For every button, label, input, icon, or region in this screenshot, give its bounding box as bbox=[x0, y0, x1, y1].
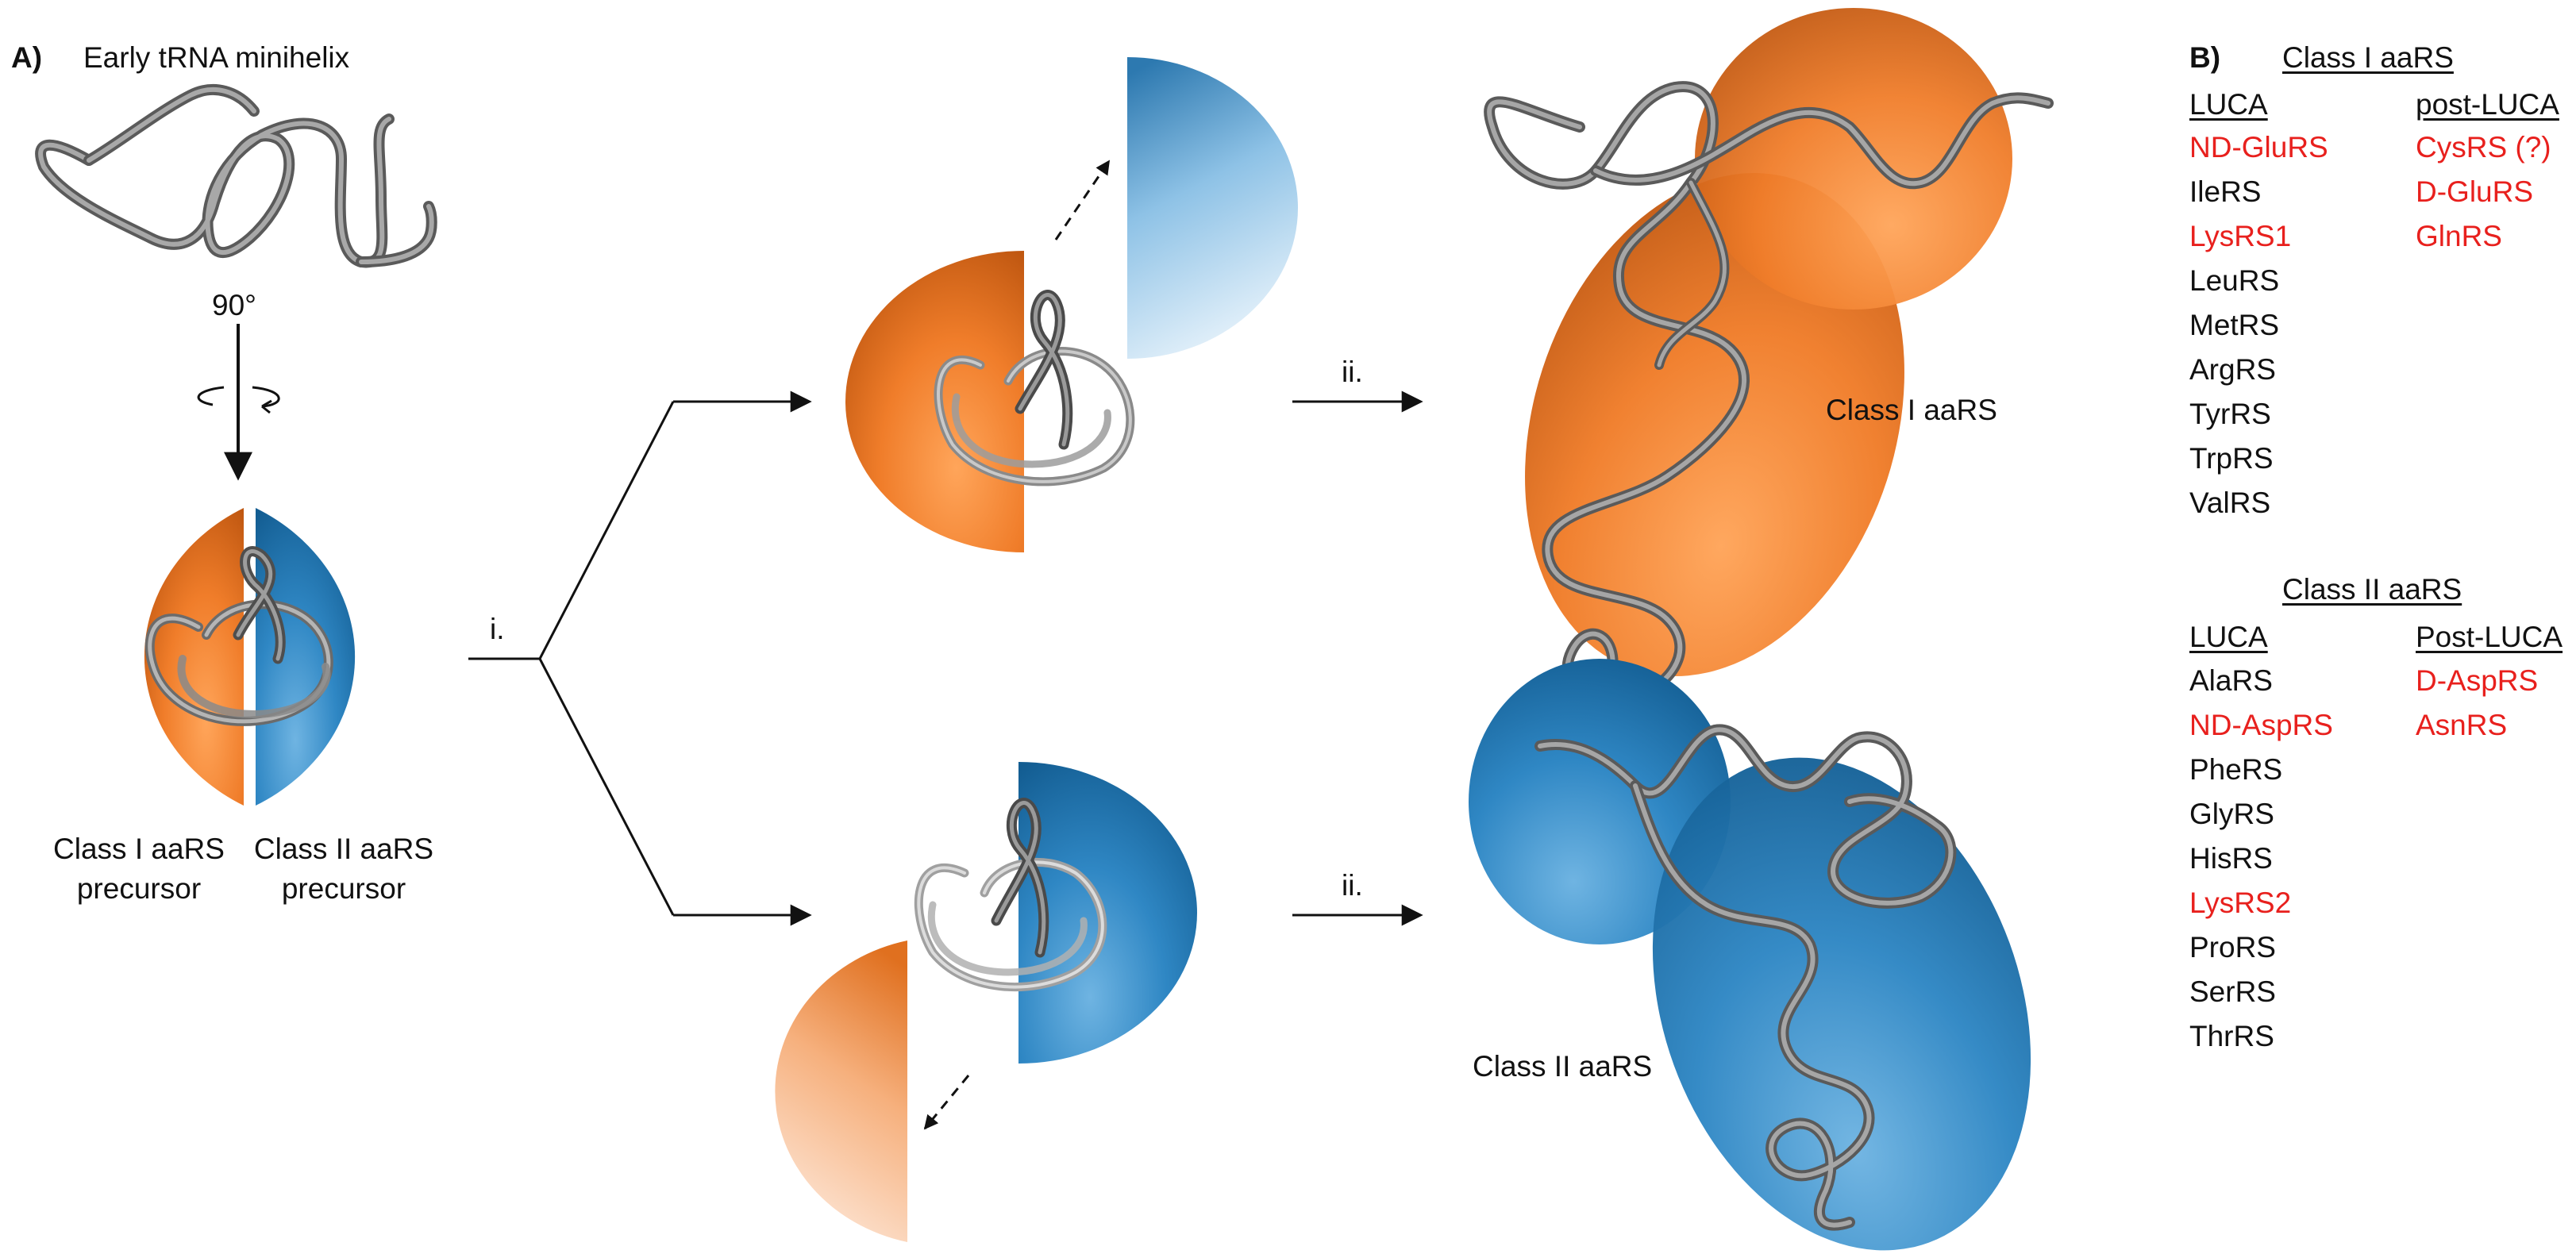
class1-luca-item: LeuRS bbox=[2189, 264, 2280, 297]
step-i-label: i. bbox=[490, 613, 505, 645]
precursor-class1-half bbox=[144, 508, 244, 806]
class2-luca-item: GlyRS bbox=[2189, 798, 2274, 830]
class1-luca-item: IleRS bbox=[2189, 175, 2262, 208]
class2-luca-item: SerRS bbox=[2189, 975, 2276, 1008]
precursor-rna bbox=[144, 546, 333, 726]
step-ii-label-upper: ii. bbox=[1342, 356, 1363, 388]
class1-luca-header: LUCA bbox=[2189, 88, 2268, 121]
lower-intermediate-rna bbox=[914, 798, 1107, 992]
class1-table-title: Class I aaRS bbox=[2282, 41, 2454, 74]
class1-luca-item: MetRS bbox=[2189, 309, 2280, 341]
class2-luca-item: HisRS bbox=[2189, 842, 2273, 875]
minihelix-rna bbox=[35, 83, 437, 268]
class1-post-luca-header: post-LUCA bbox=[2416, 88, 2559, 121]
class1-post-luca-list: CysRS (?) D-GluRS GlnRS bbox=[2416, 125, 2551, 259]
class2-post-luca-list: D-AspRS AsnRS bbox=[2416, 659, 2538, 748]
branch-upper bbox=[538, 401, 675, 660]
class1-luca-item: ND-GluRS bbox=[2189, 131, 2328, 163]
class2-luca-item: AlaRS bbox=[2189, 664, 2273, 697]
class1-luca-item: TrpRS bbox=[2189, 442, 2274, 475]
class2-luca-item: ThrRS bbox=[2189, 1020, 2274, 1052]
class2-luca-header: LUCA bbox=[2189, 621, 2268, 653]
class2-luca-item: LysRS2 bbox=[2189, 887, 2292, 919]
class1-luca-item: ArgRS bbox=[2189, 353, 2276, 386]
upper-intermediate-rna bbox=[934, 290, 1135, 487]
class1-luca-item: ValRS bbox=[2189, 487, 2271, 519]
class1-aars-body bbox=[1525, 8, 2012, 677]
panel-b-label: B) bbox=[2189, 41, 2221, 74]
class2-aars-rna bbox=[1534, 724, 1957, 1231]
precursor-class2-half bbox=[256, 508, 356, 806]
class1-post-luca-item: GlnRS bbox=[2416, 220, 2502, 252]
class1-post-luca-item: D-GluRS bbox=[2416, 175, 2534, 208]
class2-luca-item: ProRS bbox=[2189, 931, 2276, 964]
minihelix-label: Early tRNA minihelix bbox=[83, 41, 350, 74]
branch-lower bbox=[538, 658, 675, 916]
class2-luca-item: PheRS bbox=[2189, 753, 2283, 786]
class2-luca-item: ND-AspRS bbox=[2189, 709, 2333, 741]
class2-result-label: Class II aaRS bbox=[1473, 1050, 1653, 1083]
class1-luca-item: LysRS1 bbox=[2189, 220, 2292, 252]
class2-table-title: Class II aaRS bbox=[2282, 573, 2462, 606]
lower-departing-class1-half bbox=[775, 940, 907, 1242]
precursor-class2-label: Class II aaRS precursor bbox=[253, 833, 434, 905]
lower-dashed-arrow bbox=[923, 1075, 970, 1130]
precursor-class1-label: Class I aaRS precursor bbox=[53, 833, 225, 905]
class1-post-luca-item: CysRS (?) bbox=[2416, 131, 2551, 163]
class2-post-luca-header: Post-LUCA bbox=[2416, 621, 2563, 653]
lower-intermediate-class2-half bbox=[1018, 762, 1197, 1064]
rotation-icon bbox=[197, 386, 280, 414]
class2-post-luca-item: AsnRS bbox=[2416, 709, 2508, 741]
panel-a-label: A) bbox=[11, 41, 43, 74]
upper-departing-class2-half bbox=[1127, 57, 1298, 359]
class2-post-luca-item: D-AspRS bbox=[2416, 664, 2539, 697]
rotation-angle-label: 90° bbox=[212, 289, 256, 321]
step-ii-label-lower: ii. bbox=[1342, 869, 1363, 902]
upper-dashed-arrow bbox=[1054, 160, 1111, 240]
class1-result-label: Class I aaRS bbox=[1826, 394, 1997, 426]
class1-luca-item: TyrRS bbox=[2189, 398, 2271, 430]
